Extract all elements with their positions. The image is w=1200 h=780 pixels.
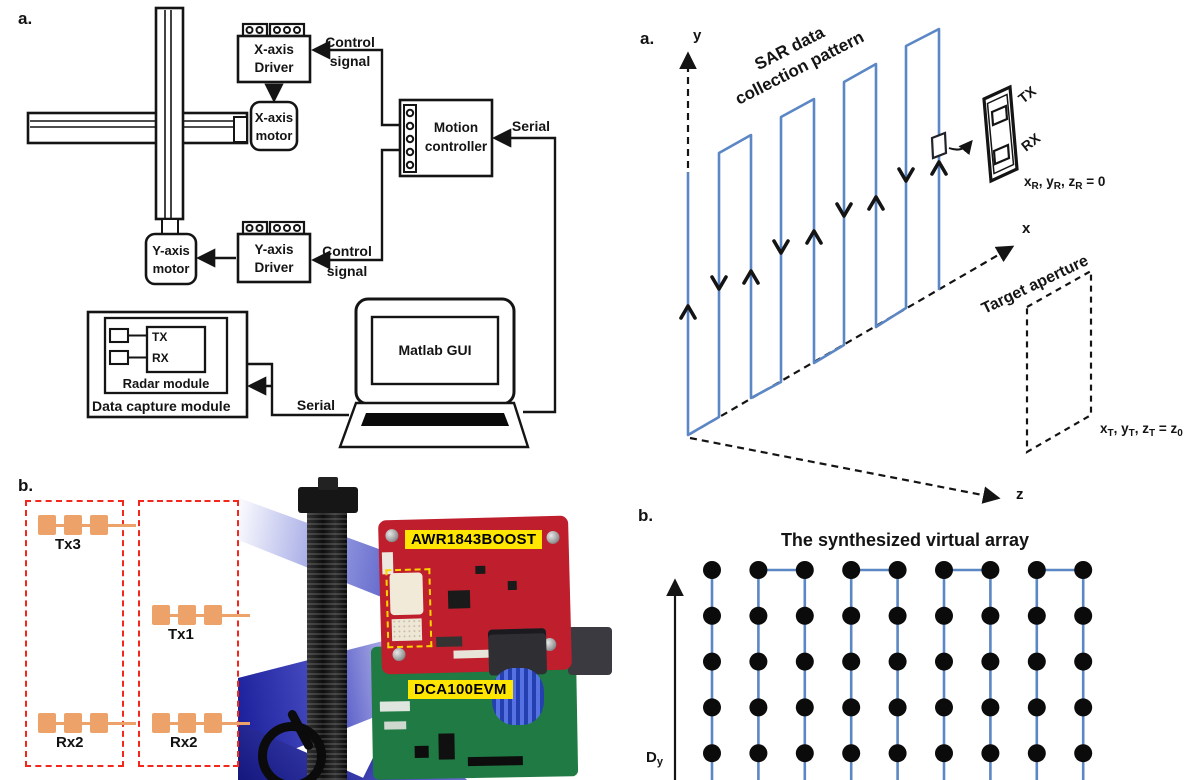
laptop: Matlab GUI [338,297,530,449]
svg-text:Y-axis: Y-axis [152,243,190,258]
rail-top-bracket [298,487,358,513]
x-axis-label: x [1022,220,1031,237]
svg-text:motor: motor [153,261,190,276]
z-axis-label: z [1016,486,1024,503]
svg-text:controller: controller [425,139,488,154]
rx-label: RX [152,351,169,365]
target-aperture-label: Target aperture [979,252,1091,317]
tx1-label: Tx1 [168,626,194,643]
y-axis-label: y [693,27,702,44]
svg-text:Driver: Driver [254,60,294,75]
panel-label-left-a: a. [18,9,32,28]
panel-label-right-b: b. [638,506,653,525]
radar-front-plate [982,84,1019,184]
scan-direction-arrows [679,160,948,320]
serial-bottom-label: Serial [297,397,335,413]
target-coords: xT, yT, zT = z0 [1100,421,1183,439]
serial-top-label: Serial [512,118,550,134]
virtual-array-title: The synthesized virtual array [781,530,1029,550]
virtual-array-grid [703,561,1093,780]
panel-label-left-b: b. [18,476,34,495]
y-axis-driver-block: Y-axis Driver [236,220,312,284]
rail-top-nub [318,477,338,490]
antenna-box-right [138,500,239,767]
control-signal-top-line1: Control [325,34,375,50]
svg-text:Y-axis: Y-axis [254,242,293,257]
rx2-left-label: Rx2 [56,734,84,751]
radar-module-label: Radar module [123,376,210,391]
x-axis-driver-block: X-axis Driver [236,22,312,84]
control-signal-top-line2: signal [330,53,370,69]
svg-text:X-axis: X-axis [254,42,294,57]
tx3-antenna [38,515,136,535]
data-capture-module-block: TX RX Radar module Data capture module [86,310,249,419]
motion-controller-block: Motion controller [398,98,494,178]
callout-arrow [948,139,973,156]
matlab-gui-label: Matlab GUI [398,342,471,358]
control-signal-bottom-line2: signal [327,263,367,279]
tx-label: TX [152,330,167,344]
tx1-antenna [152,605,250,625]
coordinate-axes [679,51,1015,504]
dca-board-label: DCA100EVM [408,680,513,699]
rx2-left-antenna [38,713,136,733]
rx2-right-antenna [152,713,250,733]
svg-text:Driver: Driver [254,260,294,275]
dy-label: Dy [646,749,664,768]
plate-tx-label: TX [1015,82,1039,106]
wires [196,40,557,417]
xy-gantry [26,6,249,235]
plate-rx-label: RX [1018,129,1044,154]
panel-label-right-a: a. [640,29,654,48]
board-side-connector [568,627,612,675]
radar-element-marker [930,131,948,160]
awr-board-label: AWR1843BOOST [405,530,543,549]
x-axis-motor-block: X-axis motor [249,100,299,152]
data-capture-module-label: Data capture module [92,398,231,414]
control-signal-bottom-line1: Control [322,243,372,259]
svg-text:Motion: Motion [434,120,478,135]
radar-origin-coords: xR, yR, zR = 0 [1024,174,1105,192]
y-axis-motor-block: Y-axis motor [144,232,198,286]
svg-text:motor: motor [256,128,293,143]
antenna-region-highlight [385,568,433,649]
cable-loop [258,722,326,780]
svg-text:X-axis: X-axis [255,110,293,125]
antenna-box-left [25,500,124,767]
tx3-label: Tx3 [55,536,81,553]
rx2-right-label: Rx2 [170,734,198,751]
sar-geometry-diagram: a. y x z SAR data collection pattern TX [638,22,1183,780]
laptop-keyboard [361,413,509,426]
scanner-block-diagram: a. X-axis Driver X-a [18,6,557,449]
target-aperture-outline [1025,269,1093,454]
